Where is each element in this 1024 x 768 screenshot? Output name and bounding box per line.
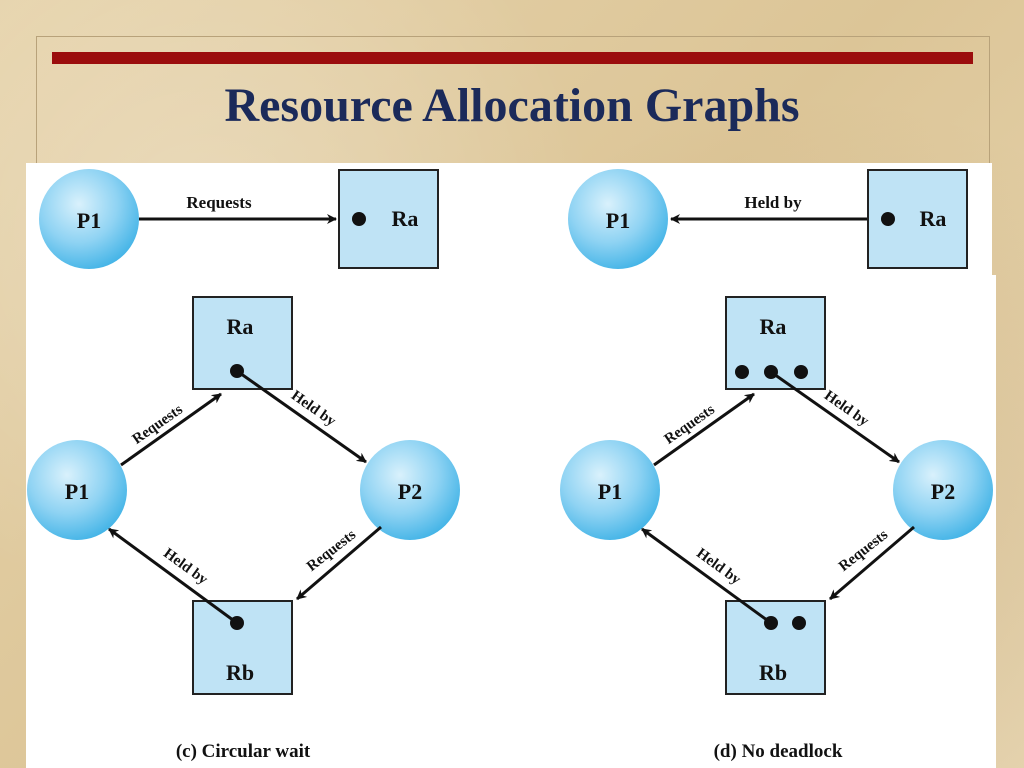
diagram-caption: (d) No deadlock	[714, 741, 843, 762]
edge-p2-requests-rb	[829, 525, 915, 601]
resource-label: Ra	[392, 206, 419, 231]
process-label-p2: P2	[931, 479, 955, 504]
process-node-p1	[27, 440, 127, 540]
title-frame	[36, 36, 990, 165]
resource-unit-dot	[794, 365, 808, 379]
diagram-caption: (c) Circular wait	[176, 741, 311, 762]
process-node	[39, 169, 139, 269]
process-label-p2: P2	[398, 479, 422, 504]
resource-unit-dot	[352, 212, 366, 226]
edge-label: Requests	[186, 193, 252, 212]
edge-rb-held-by-p1	[641, 527, 772, 625]
diagram-panel-bottom	[26, 275, 996, 768]
process-label: P1	[77, 208, 101, 233]
diagram-a: P1 Requests Ra	[39, 169, 439, 269]
resource-unit-dot	[792, 616, 806, 630]
edge-label: Held by	[693, 545, 744, 588]
resource-node-rb	[192, 600, 293, 695]
edge-label: Held by	[160, 545, 211, 588]
resource-label-rb: Rb	[226, 660, 254, 685]
diagram-b: P1 Held by Ra	[568, 169, 968, 269]
resource-label-ra: Ra	[227, 314, 254, 339]
edge-p1-requests-ra	[120, 392, 222, 467]
resource-node-rb	[725, 600, 826, 695]
edge-label: Requests	[836, 527, 891, 575]
process-node	[568, 169, 668, 269]
edge-rb-held-by-p1	[108, 527, 238, 625]
resource-unit-dot	[735, 365, 749, 379]
edge-p1-requests-ra	[653, 392, 755, 467]
resource-unit-dot	[881, 212, 895, 226]
resource-label-ra: Ra	[760, 314, 787, 339]
edge-ra-held-by-p2	[770, 370, 900, 464]
slide-title: Resource Allocation Graphs	[224, 79, 800, 132]
process-node-p2	[893, 440, 993, 540]
diagram-d: Ra Rb P1 P2 Requests Held by Requests He…	[560, 296, 993, 762]
diagram-c: Ra Rb P1 P2 Requests Held by Requests He…	[27, 296, 460, 762]
title-accent-bar	[52, 52, 973, 64]
process-label-p1: P1	[598, 479, 622, 504]
edge-ra-held-by-p2	[236, 369, 367, 464]
process-label: P1	[606, 208, 630, 233]
resource-label: Ra	[920, 206, 947, 231]
edge-label: Held by	[744, 193, 802, 212]
process-node-p2	[360, 440, 460, 540]
resource-label-rb: Rb	[759, 660, 787, 685]
edge-p2-requests-rb	[296, 525, 382, 601]
process-node-p1	[560, 440, 660, 540]
process-label-p1: P1	[65, 479, 89, 504]
